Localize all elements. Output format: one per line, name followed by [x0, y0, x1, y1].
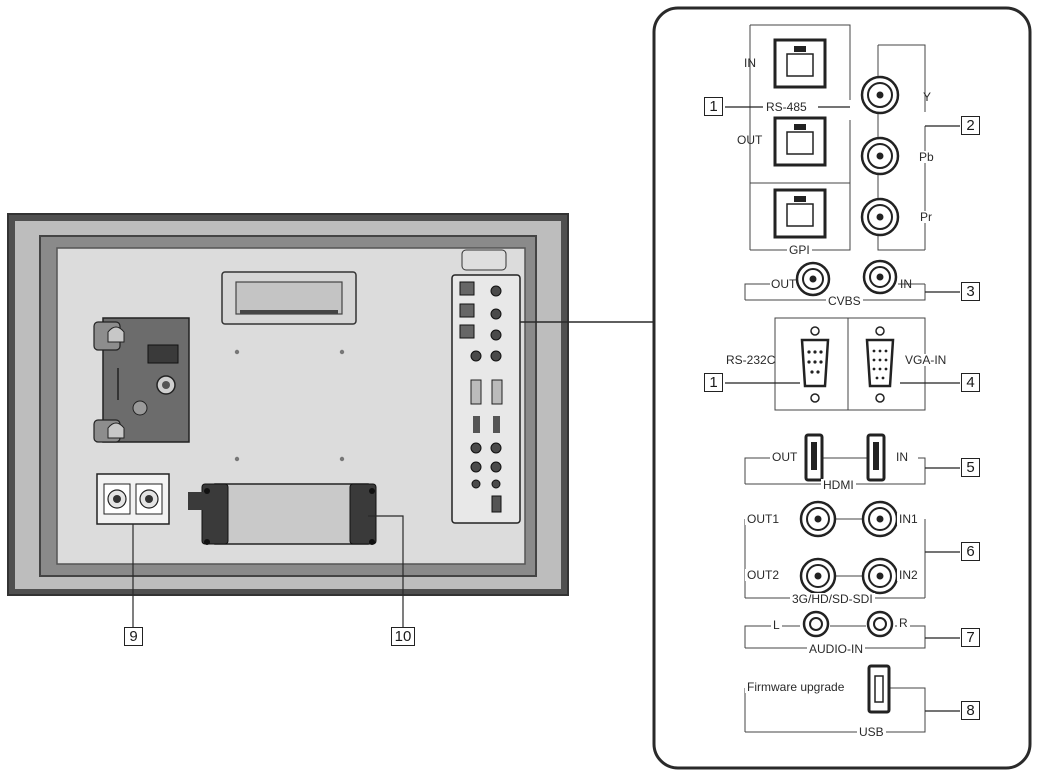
- usb-label: USB: [857, 725, 886, 739]
- power-outlets: [96, 473, 170, 525]
- bnc-cvbs-out: [795, 261, 831, 297]
- cvbs-out-label: OUT: [771, 277, 797, 291]
- callout-4: 4: [961, 373, 980, 392]
- bnc-sdi-out2: [799, 557, 837, 595]
- callout-1-rs232c: 1: [704, 373, 723, 392]
- rs485-in-label: IN: [744, 56, 756, 70]
- rs485-out-label: OUT: [737, 133, 763, 147]
- hdmi-out-port: [804, 433, 824, 482]
- callout-3: 3: [961, 282, 980, 301]
- sdi-in2-label: IN2: [897, 568, 920, 582]
- rs485-out-port: [773, 116, 827, 167]
- bnc-cvbs-in: [862, 259, 898, 295]
- callout-5: 5: [961, 458, 980, 477]
- rca-audio-l: [802, 610, 830, 638]
- rs485-label: RS-485: [764, 100, 809, 114]
- battery-plate: [93, 317, 190, 443]
- sdi-out2-label: OUT2: [745, 568, 782, 582]
- mounting-holes: [234, 349, 345, 462]
- bnc-pr: [860, 197, 900, 237]
- callout-1-rs485: 1: [704, 97, 723, 116]
- sdi-in1-label: IN1: [897, 512, 920, 526]
- vga-in-port: [865, 326, 895, 403]
- gpi-port: [773, 188, 827, 239]
- gpi-label: GPI: [787, 243, 812, 257]
- sdi-label: 3G/HD/SD-SDI: [790, 592, 875, 606]
- power-supply-module: [188, 483, 377, 545]
- cvbs-label: CVBS: [826, 294, 863, 308]
- connector-strip: [451, 249, 521, 524]
- callout-7: 7: [961, 628, 980, 647]
- callout-10: 10: [391, 627, 415, 646]
- monitor-rear-view: [7, 213, 654, 628]
- bnc-pb: [860, 136, 900, 176]
- audio-in-label: AUDIO-IN: [807, 642, 865, 656]
- bnc-y: [860, 75, 900, 115]
- audio-r-label: R: [897, 616, 910, 630]
- hdmi-in-port: [866, 433, 886, 482]
- callout-8: 8: [961, 701, 980, 720]
- audio-l-label: L: [771, 618, 782, 632]
- callout-9: 9: [124, 627, 143, 646]
- pb-label: Pb: [917, 150, 936, 164]
- bnc-sdi-out1: [799, 500, 837, 538]
- rs485-in-port: [773, 38, 827, 89]
- y-label: Y: [923, 90, 932, 104]
- cvbs-in-label: IN: [900, 277, 912, 291]
- callout-2: 2: [961, 116, 980, 135]
- bnc-sdi-in1: [861, 500, 899, 538]
- bnc-sdi-in2: [861, 557, 899, 595]
- rs232c-label: RS-232C: [726, 353, 776, 367]
- sdi-out1-label: OUT1: [745, 512, 782, 526]
- rs232c-port: [800, 326, 830, 403]
- vga-in-label: VGA-IN: [903, 353, 949, 367]
- callout-6: 6: [961, 542, 980, 561]
- firmware-label: Firmware upgrade: [745, 680, 847, 694]
- hdmi-label: HDMI: [821, 478, 856, 492]
- pr-label: Pr: [918, 210, 934, 224]
- usb-port: [867, 664, 891, 714]
- hdmi-in-label: IN: [894, 450, 910, 464]
- rca-audio-r: [866, 610, 894, 638]
- hdmi-out-label: OUT: [770, 450, 800, 464]
